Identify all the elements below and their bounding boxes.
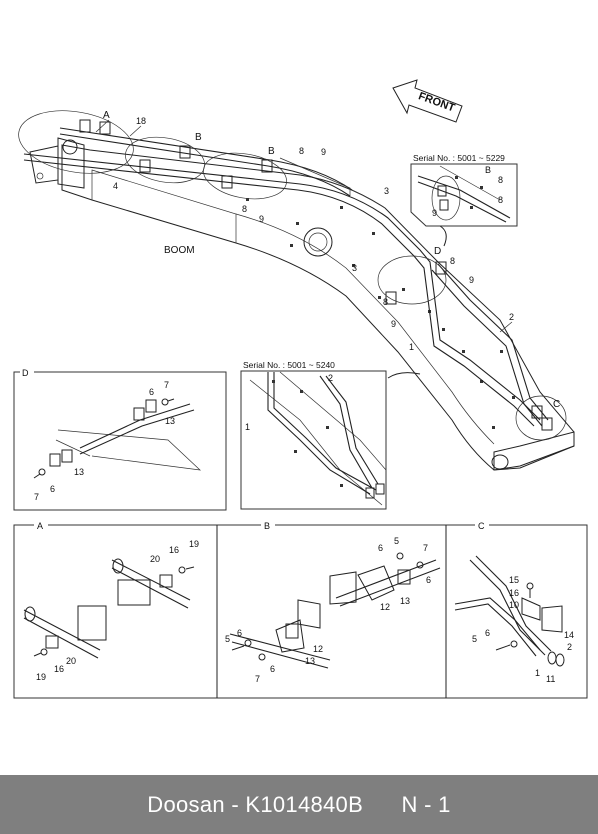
svg-text:7: 7 bbox=[423, 543, 428, 553]
svg-text:6: 6 bbox=[50, 484, 55, 494]
svg-text:13: 13 bbox=[305, 656, 315, 666]
label-1: 1 bbox=[409, 342, 414, 352]
svg-text:12: 12 bbox=[313, 644, 323, 654]
svg-text:6: 6 bbox=[485, 628, 490, 638]
svg-text:19: 19 bbox=[189, 539, 199, 549]
detail-c-panel: C 15 16 10 6 5 14 2 1 11 bbox=[454, 521, 574, 684]
serial-mid-label: Serial No. : 5001 ~ 5240 bbox=[243, 360, 335, 370]
svg-text:8: 8 bbox=[498, 195, 503, 205]
boom-callout-labels: A B B C D 18 4 8 9 8 9 3 3 8 9 8 9 2 1 bbox=[95, 110, 560, 410]
callout-d: D bbox=[434, 246, 441, 257]
label-8c: 8 bbox=[450, 256, 455, 266]
label-18: 18 bbox=[136, 116, 146, 126]
label-9a: 9 bbox=[321, 147, 326, 157]
svg-text:7: 7 bbox=[34, 492, 39, 502]
svg-text:14: 14 bbox=[564, 630, 574, 640]
svg-text:B: B bbox=[485, 165, 491, 175]
label-8d: 8 bbox=[383, 297, 388, 307]
callout-b1: B bbox=[195, 132, 202, 143]
front-arrow: FRONT bbox=[392, 79, 463, 123]
svg-text:6: 6 bbox=[237, 628, 242, 638]
svg-text:1: 1 bbox=[245, 422, 250, 432]
label-4: 4 bbox=[113, 181, 118, 191]
svg-text:19: 19 bbox=[36, 672, 46, 682]
svg-text:20: 20 bbox=[66, 656, 76, 666]
detail-d-title: D bbox=[22, 368, 29, 378]
serial-top-label: Serial No. : 5001 ~ 5229 bbox=[413, 153, 505, 163]
svg-text:7: 7 bbox=[255, 674, 260, 684]
svg-text:6: 6 bbox=[378, 543, 383, 553]
detail-a-panel: A 20 16 19 20 16 19 bbox=[23, 521, 199, 682]
callout-a: A bbox=[103, 110, 110, 121]
boom-label: BOOM bbox=[164, 245, 195, 256]
svg-text:20: 20 bbox=[150, 554, 160, 564]
detail-b-panel: B 6 5 7 6 12 13 5 6 12 13 6 7 bbox=[225, 521, 441, 684]
callout-b2: B bbox=[268, 146, 275, 157]
svg-text:16: 16 bbox=[54, 664, 64, 674]
label-3a: 3 bbox=[384, 186, 389, 196]
footer-bar: Doosan - K1014840B N - 1 bbox=[0, 775, 598, 834]
label-9b: 9 bbox=[259, 214, 264, 224]
detail-a-title: A bbox=[37, 521, 43, 531]
detail-c-title: C bbox=[478, 521, 485, 531]
footer-text: Doosan - K1014840B N - 1 bbox=[147, 791, 451, 817]
svg-text:13: 13 bbox=[165, 416, 175, 426]
svg-text:13: 13 bbox=[74, 467, 84, 477]
svg-text:16: 16 bbox=[509, 588, 519, 598]
svg-text:13: 13 bbox=[400, 596, 410, 606]
bottom-details-frame bbox=[13, 524, 588, 699]
svg-text:10: 10 bbox=[509, 600, 519, 610]
label-9c: 9 bbox=[469, 275, 474, 285]
svg-text:9: 9 bbox=[432, 208, 437, 218]
svg-text:5: 5 bbox=[472, 634, 477, 644]
svg-text:11: 11 bbox=[546, 674, 555, 684]
label-8b: 8 bbox=[242, 204, 247, 214]
svg-text:12: 12 bbox=[380, 602, 390, 612]
svg-text:1: 1 bbox=[535, 668, 540, 678]
svg-text:6: 6 bbox=[426, 575, 431, 585]
callout-c: C bbox=[553, 399, 560, 410]
boom-pipes bbox=[23, 127, 549, 427]
svg-text:5: 5 bbox=[394, 536, 399, 546]
svg-text:2: 2 bbox=[567, 642, 572, 652]
detail-d-panel: D 6 7 13 13 6 7 bbox=[13, 368, 227, 511]
parts-diagram: FRONT bbox=[13, 79, 588, 699]
detail-b-title: B bbox=[264, 521, 270, 531]
svg-text:6: 6 bbox=[270, 664, 275, 674]
boom-body bbox=[29, 137, 575, 471]
serial-mid-inset: Serial No. : 5001 ~ 5240 1 2 bbox=[240, 360, 387, 510]
svg-text:16: 16 bbox=[169, 545, 179, 555]
detail-callout-circles bbox=[18, 110, 567, 441]
svg-text:8: 8 bbox=[498, 175, 503, 185]
serial-top-inset: Serial No. : 5001 ~ 5229 B 8 8 9 bbox=[410, 153, 518, 227]
boom-clamps bbox=[79, 119, 553, 431]
label-2: 2 bbox=[509, 312, 514, 322]
svg-text:5: 5 bbox=[225, 634, 230, 644]
label-9d: 9 bbox=[391, 319, 396, 329]
svg-text:7: 7 bbox=[164, 380, 169, 390]
svg-text:2: 2 bbox=[328, 373, 333, 383]
svg-text:6: 6 bbox=[149, 387, 154, 397]
front-label: FRONT bbox=[417, 90, 457, 114]
label-8a: 8 bbox=[299, 146, 304, 156]
label-3b: 3 bbox=[352, 263, 357, 273]
svg-text:15: 15 bbox=[509, 575, 519, 585]
